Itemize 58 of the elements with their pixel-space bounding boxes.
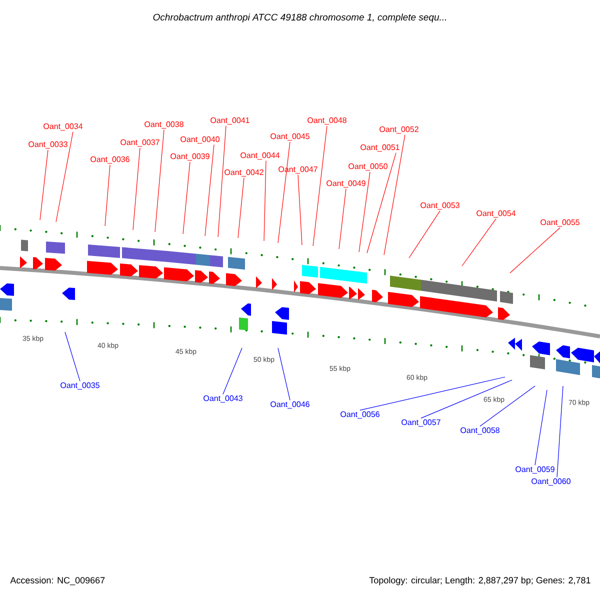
leader-line — [338, 188, 346, 250]
gene-label: Oant_0036 — [90, 156, 130, 164]
leader-line — [222, 348, 242, 394]
gene-label: Oant_0052 — [380, 126, 418, 134]
leader-line — [298, 174, 302, 246]
leader-line — [154, 129, 164, 232]
gene-label: Oant_0043 — [204, 395, 242, 403]
leader-line — [132, 147, 140, 230]
gene-label: Oant_0051 — [360, 144, 400, 152]
gene-label: Oant_0048 — [308, 117, 346, 125]
gene-label: Oant_0053 — [420, 202, 460, 210]
leader-line — [480, 386, 536, 426]
leader-line — [238, 177, 244, 238]
leader-line — [384, 134, 406, 256]
leader-line — [182, 161, 190, 234]
gene-label: Oant_0060 — [532, 478, 570, 486]
gene-label: Oant_0058 — [460, 427, 500, 435]
leader-line — [312, 125, 328, 246]
gene-label: Oant_0041 — [210, 117, 250, 125]
summary-text: Topology: circular; Length: 2,887,297 bp; Genes: 2,781 — [369, 576, 590, 586]
accession-text: Accession: NC_009667 — [10, 576, 105, 586]
leader-line — [264, 160, 266, 242]
leader-line — [358, 171, 370, 252]
leader-line — [360, 376, 506, 410]
gene-label: Oant_0034 — [44, 123, 83, 131]
leader-line — [366, 152, 396, 254]
gene-label: Oant_0039 — [170, 153, 210, 161]
leader-line — [40, 149, 48, 220]
leader-line — [64, 332, 80, 382]
leader-line — [462, 218, 496, 266]
gene-label: Oant_0055 — [540, 219, 580, 227]
leader-line — [420, 380, 512, 418]
gene-label: Oant_0049 — [326, 180, 366, 188]
gene-label: Oant_0050 — [348, 163, 388, 171]
leader-line — [278, 348, 290, 400]
gene-label: Oant_0040 — [180, 136, 220, 144]
gene-label: Oant_0038 — [144, 121, 184, 129]
gene-label: Oant_0033 — [28, 141, 68, 149]
gene-label: Oant_0054 — [476, 210, 516, 218]
leader-line — [278, 141, 290, 244]
gene-label: Oant_0056 — [340, 411, 380, 419]
leader-line — [204, 144, 214, 236]
title: Ochrobactrum anthropi ATCC 49188 chromosome 1, complete sequ... — [153, 14, 446, 22]
leader-line — [104, 164, 110, 226]
leader-line — [218, 125, 226, 238]
gene-label: Oant_0037 — [120, 139, 160, 147]
leader-line — [510, 227, 560, 274]
gene-label: Oant_0046 — [270, 401, 310, 409]
gene-label: Oant_0059 — [516, 466, 554, 474]
gene-label: Oant_0042 — [224, 169, 264, 177]
gene-label: Oant_0057 — [402, 419, 440, 427]
gene-label: Oant_0035 — [60, 382, 100, 390]
gene-label: Oant_0045 — [270, 133, 310, 141]
leader-line — [534, 390, 548, 466]
leader-line — [408, 210, 440, 258]
leader-line — [56, 131, 74, 222]
gene-label: Oant_0044 — [240, 152, 280, 160]
leader-line — [556, 386, 564, 478]
